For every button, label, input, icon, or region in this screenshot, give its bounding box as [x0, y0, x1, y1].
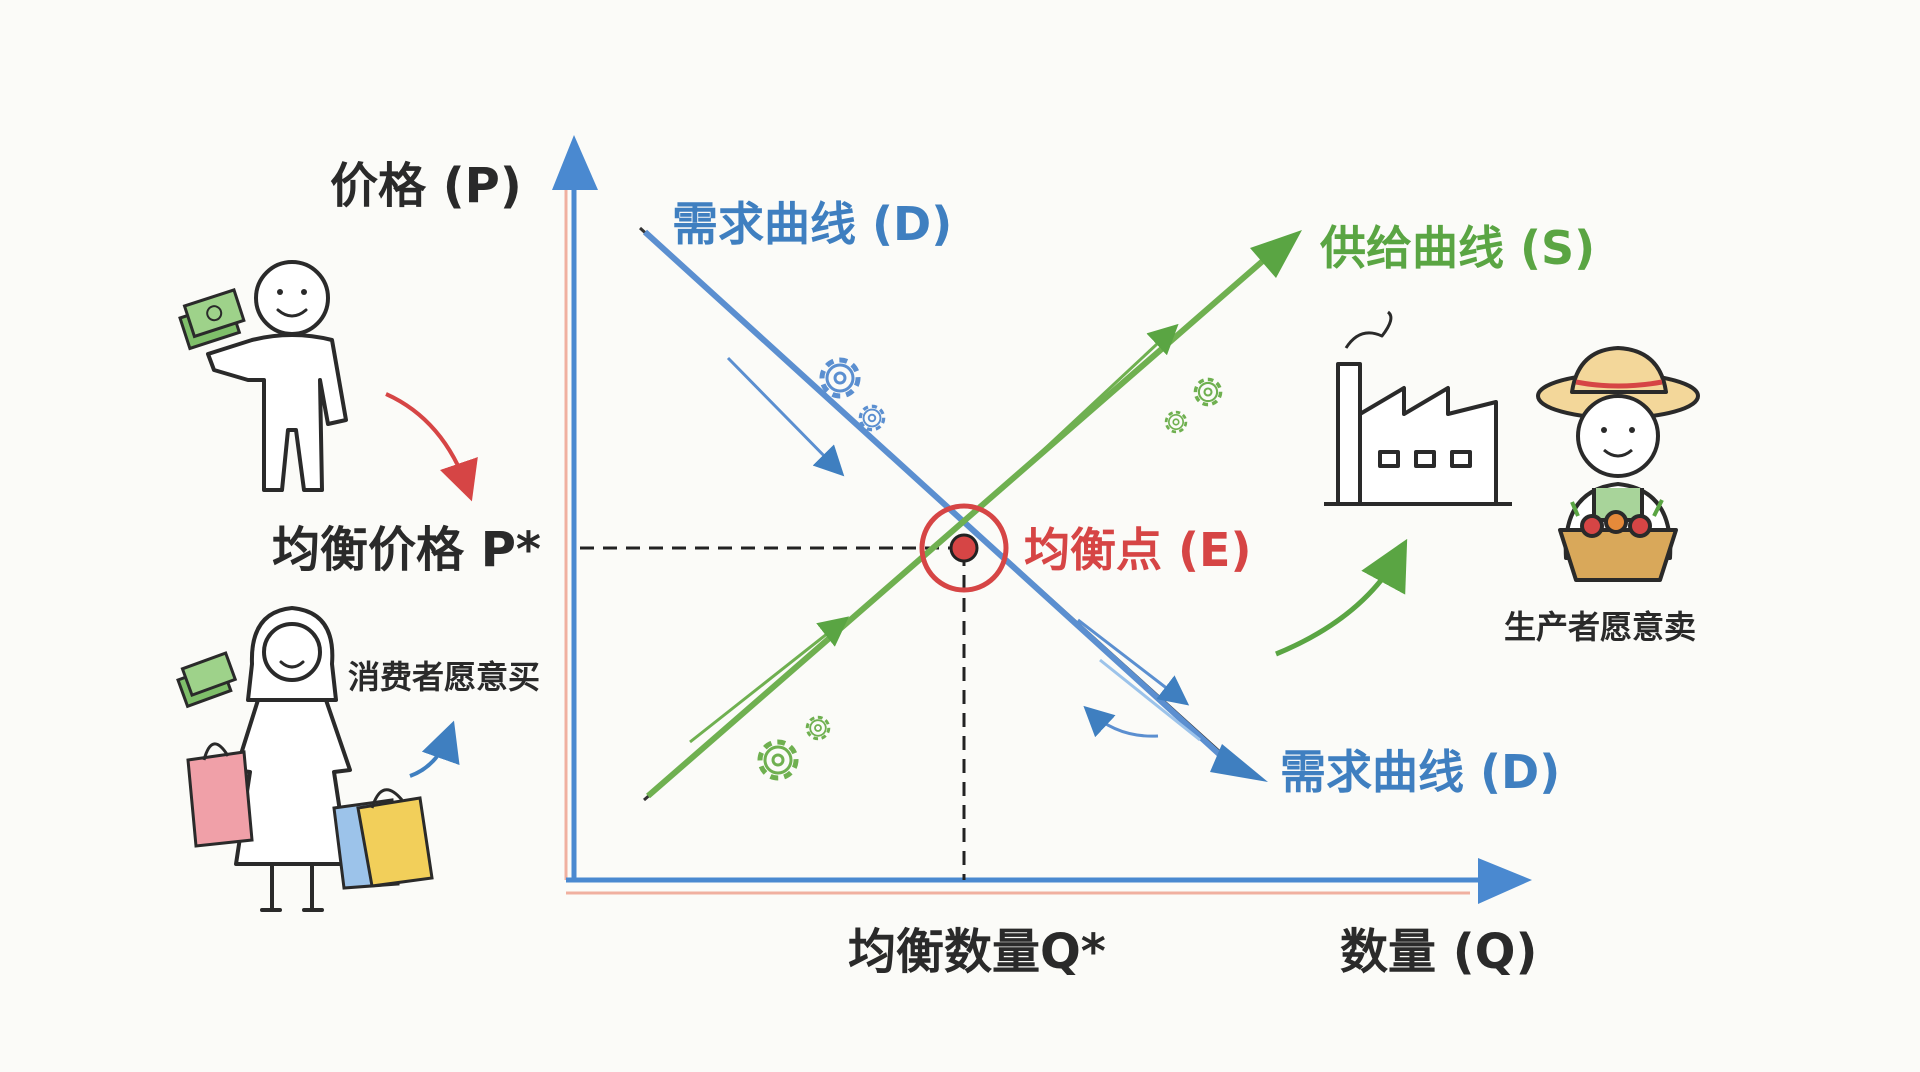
consumer-figure	[206, 260, 348, 492]
consumer-smile	[276, 308, 308, 318]
demand-flow-arrow-lower	[1077, 618, 1190, 706]
demand-line	[642, 229, 1243, 776]
farmer-eye	[1601, 427, 1607, 433]
farmer-hat-band	[1575, 379, 1663, 389]
y-axis-label: 价格 (P)	[330, 158, 522, 214]
gear-icon	[1164, 410, 1188, 434]
shopping-bag-icon	[332, 788, 434, 890]
money-icon	[178, 288, 246, 351]
money-icon	[176, 651, 238, 709]
demand-flow-arrow-upper	[726, 356, 845, 477]
equilibrium-price-label: 均衡价格 P*	[272, 522, 541, 578]
farmer-produce	[1628, 514, 1652, 538]
factory-window	[1378, 450, 1400, 468]
demand-flow-arrow-tail	[1099, 658, 1201, 742]
farmer-produce	[1604, 510, 1628, 534]
axes	[552, 135, 1532, 904]
farmer-hat-crown	[1570, 346, 1668, 394]
gear-icon	[805, 715, 831, 741]
gear-icon	[1193, 377, 1223, 407]
equilibrium-quantity-label: 均衡数量Q*	[848, 924, 1106, 980]
shopper-smile	[279, 660, 305, 669]
consumer-note: 消费者愿意买	[348, 658, 540, 696]
equilibrium-marker	[919, 503, 1009, 593]
shopping-bag-icon	[186, 742, 254, 848]
shopper-face	[262, 622, 322, 682]
x-axis-arrowhead	[1478, 858, 1532, 904]
demand-curve	[638, 226, 1268, 782]
curved-arrow-icon	[385, 392, 478, 502]
farmer-produce	[1580, 514, 1604, 538]
gear-icon	[822, 360, 858, 396]
farmer-eye	[1629, 427, 1635, 433]
demand-label-bottom: 需求曲线 (D)	[1280, 745, 1560, 799]
y-axis-arrowhead	[552, 135, 598, 190]
equilibrium-ring	[919, 503, 1009, 593]
farmer-leaves	[1570, 499, 1664, 517]
gear-icon	[760, 742, 796, 778]
curved-arrow-icon	[1275, 538, 1408, 657]
demand-return-arrow	[1083, 705, 1159, 738]
shopper-legs	[260, 862, 324, 912]
shopper-figure	[234, 606, 352, 912]
consumer-eye	[277, 289, 283, 295]
consumer-head	[254, 260, 330, 336]
factory-icon	[1324, 310, 1512, 506]
factory-smoke	[1344, 310, 1393, 349]
factory-building	[1358, 386, 1498, 506]
x-axis-label: 数量 (Q)	[1340, 924, 1537, 980]
factory-window	[1450, 450, 1472, 468]
curved-arrow-icon	[409, 720, 460, 778]
supply-flow-arrow-lower	[689, 616, 850, 744]
demand-label-top: 需求曲线 (D)	[672, 197, 952, 251]
farmer-basket	[1558, 528, 1678, 582]
farmer-face	[1576, 394, 1660, 478]
supply-curve	[643, 230, 1302, 802]
supply-label: 供给曲线 (S)	[1320, 221, 1595, 275]
supply-flow-arrow-upper	[1020, 323, 1179, 472]
equilibrium-point-label: 均衡点 (E)	[1024, 523, 1251, 577]
supply-arrowhead	[1250, 230, 1302, 278]
farmer-smile	[1603, 448, 1633, 458]
producer-note: 生产者愿意卖	[1504, 608, 1696, 646]
factory-window	[1414, 450, 1436, 468]
equilibrium-dot	[949, 533, 979, 563]
consumer-body	[206, 333, 348, 492]
factory-chimney	[1336, 362, 1362, 506]
farmer-icon	[1536, 346, 1700, 582]
gear-icon	[858, 404, 886, 432]
consumer-eye	[301, 289, 307, 295]
demand-arrowhead	[1210, 744, 1268, 782]
